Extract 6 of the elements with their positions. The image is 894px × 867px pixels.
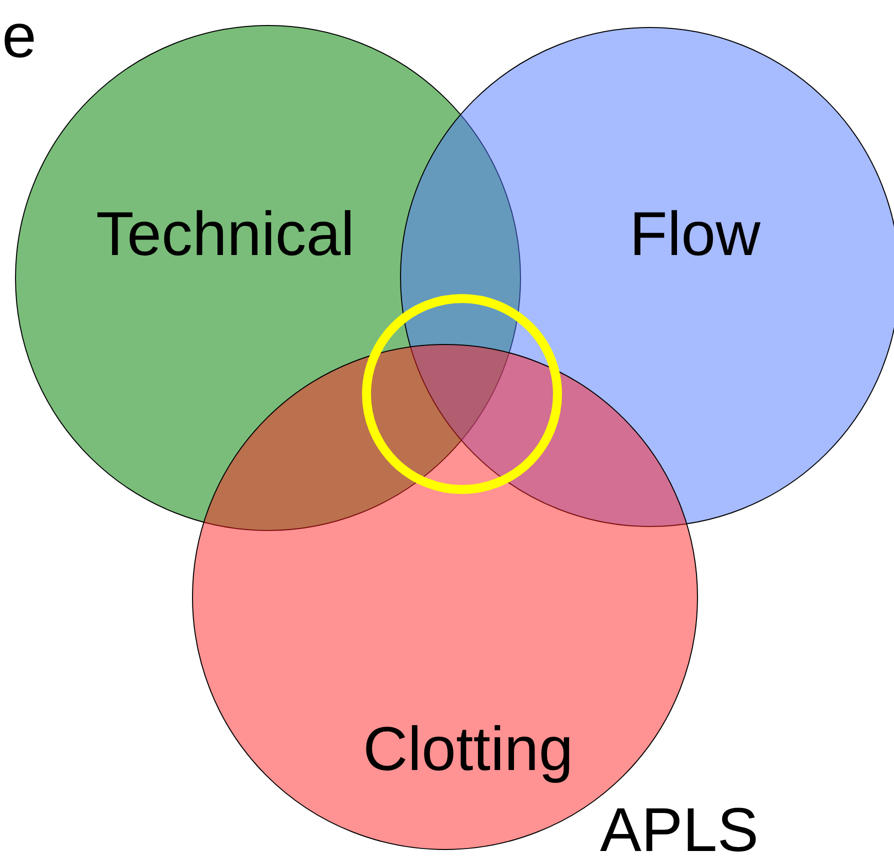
set-label: Flow <box>630 204 760 266</box>
label-text: APLS <box>600 800 759 862</box>
label-text: e <box>2 6 36 68</box>
highlight-ring <box>362 294 562 494</box>
set-label: Technical <box>96 204 354 266</box>
set-label: Clotting <box>363 719 574 781</box>
